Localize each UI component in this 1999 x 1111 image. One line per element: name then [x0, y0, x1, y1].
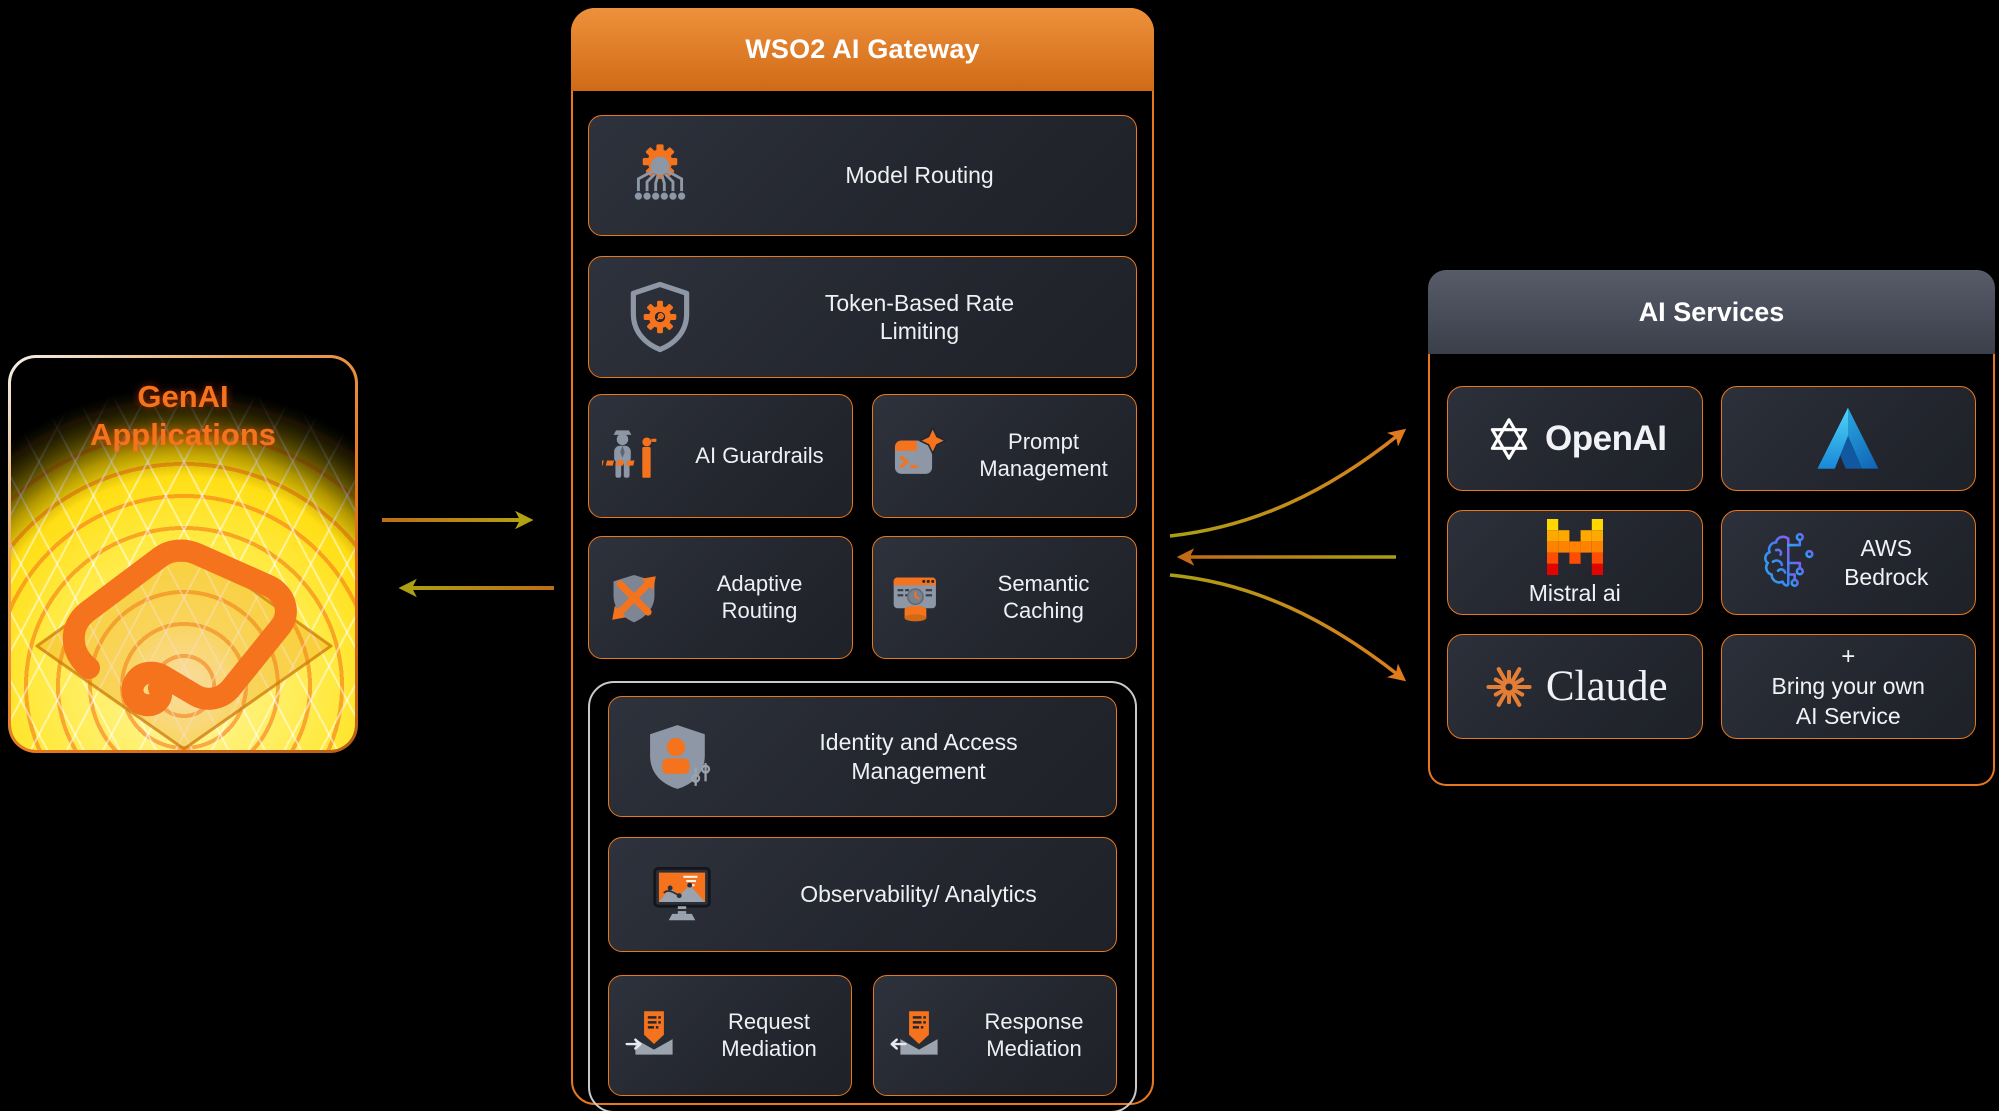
provider-card-openai: OpenAI [1447, 386, 1703, 491]
feature-label: Response Mediation [984, 1008, 1084, 1061]
feature-observability-analytics: Observability/ Analytics [608, 837, 1117, 952]
gateway-title: WSO2 AI Gateway [571, 8, 1154, 91]
gateway-core-group: Identity and Access Management [588, 681, 1137, 1111]
plus-icon: + [1841, 643, 1856, 671]
feature-response-mediation: Response Mediation [873, 975, 1117, 1096]
shield-user-icon [643, 719, 721, 795]
feature-label: Observability/ Analytics [800, 881, 1037, 908]
feature-label: Model Routing [845, 162, 994, 189]
azure-logo-icon [1817, 407, 1879, 469]
genai-applications-box: GenAI Applications [8, 355, 358, 753]
genai-logo-icon [35, 539, 333, 750]
claude-label: Claude [1545, 663, 1668, 710]
crossed-arrows-shield-icon [601, 566, 667, 630]
genai-title: GenAI Applications [11, 378, 355, 454]
provider-card-bring-your-own: + Bring your own AI Service [1720, 634, 1976, 739]
monitor-chart-icon [643, 860, 721, 930]
gear-network-icon [617, 140, 703, 212]
feature-prompt-management: Prompt Management [872, 394, 1137, 518]
feature-semantic-caching: Semantic Caching [872, 536, 1137, 659]
feature-adaptive-routing: Adaptive Routing [588, 536, 853, 659]
document-inbox-left-arrow-icon [886, 1005, 952, 1067]
mistral-label: Mistral ai [1528, 579, 1621, 606]
aws-bedrock-label: AWS Bedrock [1844, 534, 1929, 590]
byo-label-line1: Bring your own [1771, 673, 1925, 700]
feature-model-routing: Model Routing [588, 115, 1137, 236]
genai-title-line2: Applications [89, 417, 276, 452]
gateway-services-arrows [1169, 428, 1407, 682]
guard-turnstile-icon [601, 424, 667, 488]
feature-label: Token-Based Rate Limiting [824, 289, 1015, 344]
terminal-sparkle-icon [885, 424, 951, 488]
feature-label: Semantic Caching [997, 570, 1090, 623]
feature-ai-guardrails: AI Guardrails [588, 394, 853, 518]
curved-arrow-up-icon [1169, 428, 1407, 538]
genai-gateway-arrows [382, 510, 554, 598]
feature-label: Adaptive Routing [716, 570, 803, 623]
ai-services-title: AI Services [1428, 270, 1995, 354]
bedrock-brain-circuit-icon [1764, 532, 1814, 587]
byo-label-line2: AI Service [1795, 703, 1901, 730]
document-inbox-right-arrow-icon [621, 1005, 687, 1067]
feature-token-rate-limiting: Token-Based Rate Limiting [588, 256, 1137, 378]
feature-label: Prompt Management [979, 429, 1108, 481]
openai-label: OpenAI [1545, 418, 1667, 458]
shield-gear-icon [617, 280, 703, 354]
browser-clock-database-icon [885, 566, 951, 630]
feature-request-mediation: Request Mediation [608, 975, 852, 1096]
provider-card-aws-bedrock: AWS Bedrock [1720, 510, 1976, 615]
feature-label: AI Guardrails [695, 442, 824, 468]
feature-identity-access-management: Identity and Access Management [608, 696, 1117, 817]
feature-label: Request Mediation [721, 1008, 817, 1061]
mistral-logo-icon [1546, 518, 1603, 575]
gateway-panel: WSO2 AI Gateway [571, 8, 1154, 1111]
openai-logo-icon [1490, 417, 1528, 460]
provider-card-azure [1720, 386, 1976, 491]
curved-arrow-down-icon [1169, 573, 1407, 682]
claude-starburst-icon [1486, 666, 1532, 707]
provider-card-claude: Claude [1447, 634, 1703, 739]
ai-services-panel: AI Services OpenAI [1428, 270, 1995, 786]
feature-label: Identity and Access Management [819, 729, 1018, 784]
genai-title-line1: GenAI [137, 379, 229, 414]
provider-card-mistral: Mistral ai [1447, 510, 1703, 615]
